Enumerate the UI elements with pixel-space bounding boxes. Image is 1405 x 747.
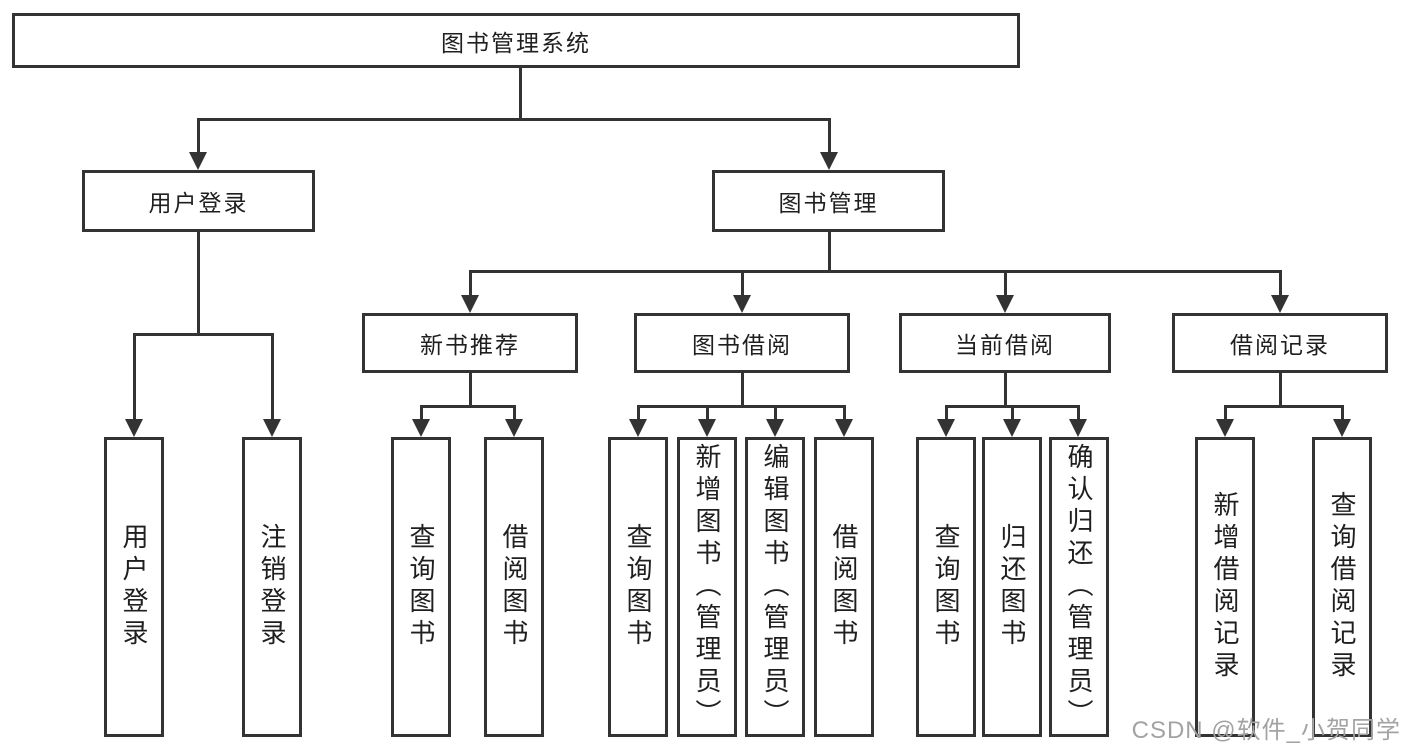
arrow-down-icon — [1003, 419, 1021, 437]
leaf-query-books-borrowing: 查询图书 — [608, 437, 668, 737]
arrow-down-icon — [820, 152, 838, 170]
leaf-query-borrow-record: 查询借阅记录 — [1312, 437, 1372, 737]
arrow-down-icon — [835, 419, 853, 437]
connector-to-borrowing-records — [1279, 270, 1282, 300]
leaf-logout: 注销登录 — [242, 437, 302, 737]
connector-leaf — [420, 405, 423, 425]
leaf-borrow-books-recommend: 借阅图书 — [484, 437, 544, 737]
connector-leaf — [706, 405, 709, 425]
connector-leaf — [1077, 405, 1080, 425]
arrow-down-icon — [461, 295, 479, 313]
connector-leaf — [1224, 405, 1227, 425]
leaf-return-book: 归还图书 — [982, 437, 1042, 737]
leaf-add-borrow-record: 新增借阅记录 — [1195, 437, 1255, 737]
node-current-borrowing: 当前借阅 — [899, 313, 1111, 373]
connector-leaf — [774, 405, 777, 425]
arrow-down-icon — [733, 295, 751, 313]
connector-to-current-borrowing — [1004, 270, 1007, 300]
node-new-book-recommendation: 新书推荐 — [362, 313, 578, 373]
connector-records-bar — [1224, 405, 1343, 408]
connector-level3-bar — [469, 270, 1282, 273]
connector-recommend-bar — [420, 405, 516, 408]
arrow-down-icon — [189, 152, 207, 170]
arrow-down-icon — [629, 419, 647, 437]
connector-leaf — [1341, 405, 1344, 425]
leaf-query-books-recommend: 查询图书 — [391, 437, 451, 737]
arrow-down-icon — [1216, 419, 1234, 437]
connector-to-book-management — [828, 118, 831, 158]
connector-level2-bar — [197, 118, 831, 121]
node-book-borrowing: 图书借阅 — [634, 313, 850, 373]
leaf-edit-book-admin: 编辑图书（管理员） — [745, 437, 805, 737]
connector-current-trunk — [1004, 373, 1007, 407]
connector-to-leaf-logout — [271, 333, 274, 425]
arrow-down-icon — [937, 419, 955, 437]
node-book-management: 图书管理 — [712, 170, 945, 232]
arrow-down-icon — [1069, 419, 1087, 437]
connector-borrowing-bar — [637, 405, 846, 408]
connector-leaf — [1011, 405, 1014, 425]
arrow-down-icon — [1271, 295, 1289, 313]
connector-to-leaf-user-login — [133, 333, 136, 425]
connector-to-book-borrowing — [741, 270, 744, 300]
connector-records-trunk — [1279, 373, 1282, 407]
arrow-down-icon — [996, 295, 1014, 313]
connector-recommend-trunk — [469, 373, 472, 407]
arrow-down-icon — [1333, 419, 1351, 437]
node-borrowing-records: 借阅记录 — [1172, 313, 1388, 373]
node-user-login: 用户登录 — [82, 170, 315, 232]
leaf-borrow-books: 借阅图书 — [814, 437, 874, 737]
csdn-watermark: CSDN @软件_小贺同学 — [1131, 717, 1401, 744]
leaf-user-login: 用户登录 — [104, 437, 164, 737]
leaf-query-books-current: 查询图书 — [916, 437, 976, 737]
connector-user-login-bar — [133, 333, 274, 336]
connector-leaf — [637, 405, 640, 425]
leaf-add-book-admin: 新增图书（管理员） — [677, 437, 737, 737]
arrow-down-icon — [698, 419, 716, 437]
connector-leaf — [843, 405, 846, 425]
connector-leaf — [513, 405, 516, 425]
arrow-down-icon — [263, 419, 281, 437]
arrow-down-icon — [125, 419, 143, 437]
connector-borrowing-trunk — [741, 373, 744, 407]
connector-to-new-book-recommendation — [469, 270, 472, 300]
connector-to-user-login — [197, 118, 200, 158]
arrow-down-icon — [505, 419, 523, 437]
arrow-down-icon — [766, 419, 784, 437]
arrow-down-icon — [412, 419, 430, 437]
connector-user-login-trunk — [197, 232, 200, 335]
connector-leaf — [945, 405, 948, 425]
node-book-management-system: 图书管理系统 — [12, 13, 1020, 68]
connector-root-trunk — [519, 68, 522, 120]
connector-book-management-trunk — [828, 232, 831, 272]
leaf-confirm-return-admin: 确认归还（管理员） — [1049, 437, 1109, 737]
